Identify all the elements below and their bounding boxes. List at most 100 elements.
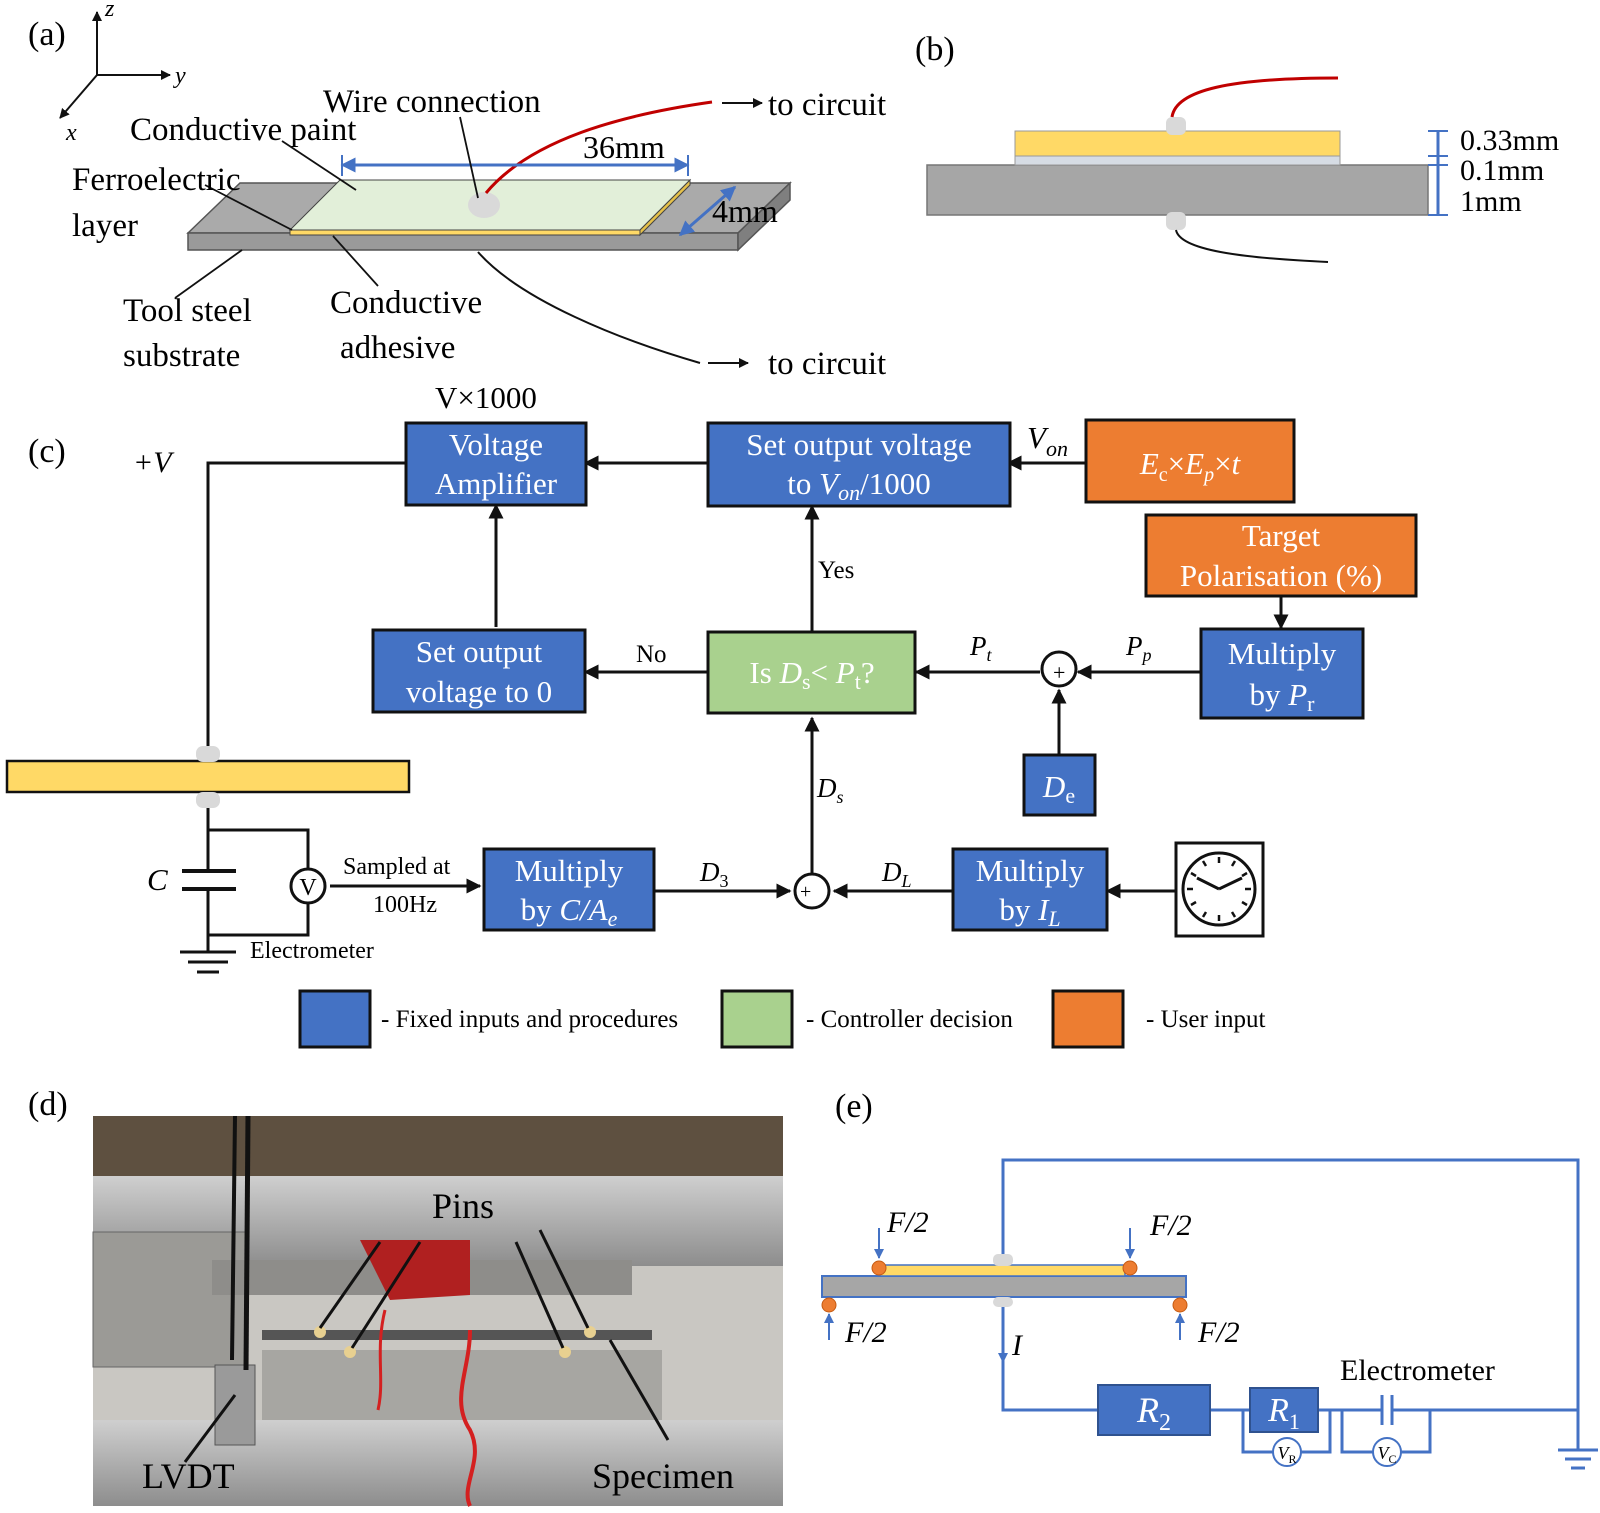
legend-swatch-decision	[720, 989, 794, 1049]
mult-pr-line1: Multiply	[1228, 636, 1337, 671]
legend-decision-label: - Controller decision	[806, 1006, 1013, 1033]
thickness-adhesive: 0.1mm	[1460, 154, 1544, 187]
adhesive-label-2: adhesive	[340, 330, 455, 366]
axis-y-label: y	[173, 63, 186, 89]
pt-signal-label: Pt	[969, 631, 993, 665]
legend-swatch-fixed	[298, 989, 372, 1049]
set-von-line1: Set output voltage	[746, 427, 972, 462]
panel-d: (d) Pins LVDT Specimen	[28, 1086, 783, 1507]
v-times-1000-label: V×1000	[435, 380, 537, 415]
panel-a: (a) z y x 36mm 4mm	[28, 0, 886, 382]
specimen-3d	[186, 100, 792, 364]
thickness-ferroelectric: 0.33mm	[1460, 124, 1559, 157]
set0-line1: Set output	[416, 634, 543, 669]
electrometer-label-e: Electrometer	[1340, 1354, 1495, 1387]
vr-meter-label: VR	[1277, 1443, 1296, 1466]
pp-signal-label: Pp	[1125, 631, 1152, 665]
specimen-bar	[5, 759, 411, 794]
panel-a-label: (a)	[28, 16, 66, 53]
d3-signal-label: D3	[699, 857, 729, 891]
lvdt-label: LVDT	[142, 1456, 235, 1496]
mult-il-line1: Multiply	[976, 853, 1085, 888]
summing-junction-top-sign: +	[1053, 660, 1065, 685]
yes-label: Yes	[818, 557, 854, 584]
voltmeter-icon	[289, 867, 327, 905]
summing-junction-bottom-sign: +	[800, 881, 811, 903]
coordinate-axes: z y x	[59, 0, 186, 146]
set-von-line2: to Von/1000	[787, 466, 930, 505]
plus-v-label: +V	[133, 446, 175, 479]
current-label: I	[1011, 1329, 1024, 1362]
adhesive-label-1: Conductive	[330, 285, 482, 321]
panel-b: (b) 0.33mm 0.1mm 1mm	[915, 31, 1559, 263]
user-input-ec-ep-t-block: Ec×Ep×t	[1084, 418, 1296, 504]
panel-b-label: (b)	[915, 31, 955, 68]
panel-d-label: (d)	[28, 1086, 68, 1123]
force-bottom-left: F/2	[844, 1316, 887, 1349]
pins-label: Pins	[432, 1186, 494, 1226]
mult-pr-line2: by Pr	[1249, 677, 1315, 716]
mult-ca-line1: Multiply	[515, 853, 624, 888]
vr-meter-icon	[1272, 1437, 1302, 1467]
test-rig-photo	[92, 1115, 783, 1507]
ds-signal-label: Ds	[816, 773, 844, 807]
to-circuit-bottom-label: to circuit	[768, 346, 886, 382]
panel-c-label: (c)	[28, 433, 66, 470]
wire-connection-label: Wire connection	[323, 84, 541, 120]
user-input-ec-ep-t-text: Ec×Ep×t	[1139, 446, 1242, 486]
panel-e: (e) VR VC R2 R1 Electrometer	[821, 1088, 1598, 1470]
target-polarisation-block: Target Polarisation (%)	[1144, 513, 1418, 598]
beam-substrate	[821, 1275, 1187, 1298]
electrometer-label-c: Electrometer	[250, 938, 374, 964]
specimen-label: Specimen	[592, 1456, 734, 1496]
force-top-left: F/2	[886, 1206, 929, 1239]
resistor-r1: R1	[1249, 1387, 1319, 1434]
de-text: De	[1042, 769, 1075, 808]
force-bottom-right: F/2	[1197, 1316, 1240, 1349]
force-top-right: F/2	[1149, 1209, 1192, 1242]
target-line2: Polarisation (%)	[1180, 558, 1382, 593]
ferroelectric-label-1: Ferroelectric	[72, 162, 241, 198]
beam-ferroelectric	[879, 1264, 1126, 1277]
ferroelectric-layer	[1014, 130, 1341, 157]
controller-decision-block: Is Ds< Pt?	[706, 630, 917, 715]
decision-text: Is Ds< Pt?	[749, 655, 874, 694]
adhesive-layer	[1014, 155, 1341, 166]
summing-junction-bottom	[793, 872, 831, 910]
sampled-label-2: 100Hz	[373, 892, 437, 918]
legend: - Fixed inputs and procedures - Controll…	[298, 989, 1265, 1049]
capacitor-label: C	[147, 862, 168, 897]
length-dimension: 36mm	[583, 129, 665, 165]
de-block: De	[1022, 753, 1097, 817]
legend-user-label: - User input	[1146, 1006, 1265, 1033]
von-signal-label: Von	[1027, 420, 1068, 461]
tool-steel-label-2: substrate	[123, 338, 240, 374]
vc-meter-label: VC	[1377, 1443, 1396, 1466]
width-dimension: 4mm	[712, 193, 778, 229]
mult-ca-line2: by C/Ae	[521, 892, 618, 931]
summing-junction-top	[1040, 650, 1078, 688]
mult-il-line2: by IL	[999, 892, 1060, 931]
ferroelectric-label-2: layer	[72, 208, 138, 244]
target-line1: Target	[1242, 518, 1321, 553]
panel-c: (c) +V V×1000 + + Voltage Amplifier	[5, 380, 1418, 974]
conductive-paint-label: Conductive paint	[130, 112, 356, 148]
resistor-r2: R2	[1097, 1384, 1211, 1436]
amp-line1: Voltage	[449, 427, 543, 462]
axis-x-label: x	[65, 120, 77, 146]
thickness-substrate: 1mm	[1460, 185, 1522, 218]
to-circuit-top-label: to circuit	[768, 87, 886, 123]
multiply-by-pr-block: Multiply by Pr	[1199, 627, 1365, 720]
r1-label: R1	[1267, 1392, 1300, 1434]
legend-fixed-label: - Fixed inputs and procedures	[381, 1006, 678, 1033]
sampled-label-1: Sampled at	[343, 854, 451, 880]
set-output-von-block: Set output voltage to Von/1000	[706, 421, 1012, 508]
voltage-amplifier-block: Voltage Amplifier	[404, 421, 588, 507]
ground-symbol-e	[1558, 1448, 1598, 1470]
set-output-zero-block: Set output voltage to 0	[371, 628, 587, 714]
voltmeter-label: V	[299, 875, 317, 901]
multiply-by-il-block: Multiply by IL	[951, 847, 1109, 932]
tool-steel-label-1: Tool steel	[123, 293, 252, 329]
substrate-cross-section	[926, 164, 1429, 216]
no-label: No	[636, 641, 667, 668]
